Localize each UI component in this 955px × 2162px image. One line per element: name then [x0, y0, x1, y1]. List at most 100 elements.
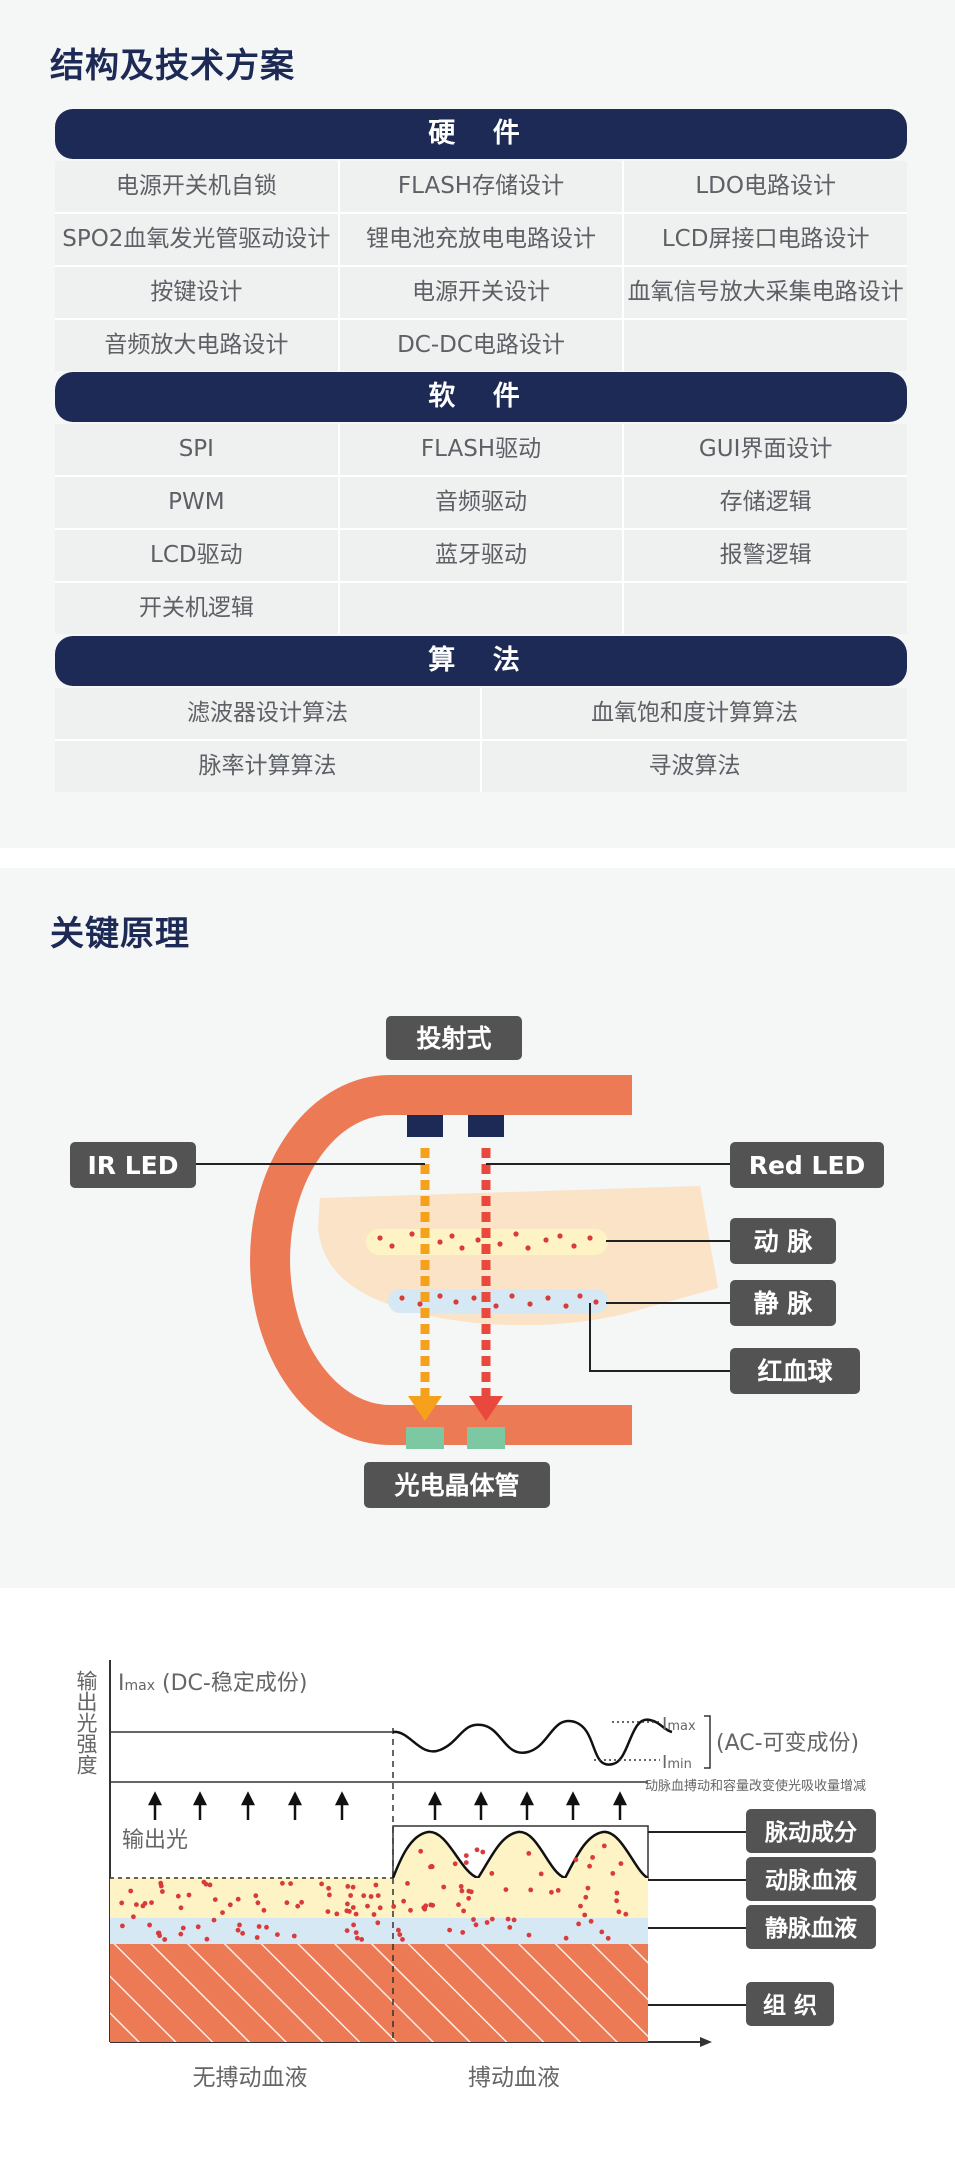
blood-dot [605, 1935, 611, 1941]
blood-dot [587, 1863, 592, 1869]
blood-dot [563, 1935, 569, 1941]
output-light-arrow-head [287, 1791, 303, 1806]
transmission-diagram: 投射式 IR LED Red LED 动 脉 静 脉 红血球 光电晶体管 [70, 1016, 884, 1508]
blood-dot [158, 1883, 164, 1889]
blood-dot [280, 1880, 285, 1886]
blood-dot [264, 1924, 269, 1930]
red-blood-cell [409, 1231, 415, 1237]
blood-dot [353, 1930, 359, 1935]
label-ir-led: IR LED [70, 1142, 196, 1188]
blood-dot [120, 1923, 125, 1929]
blood-dot [195, 1924, 201, 1930]
photo-sensor-2 [467, 1427, 505, 1449]
blood-dot [503, 1887, 509, 1892]
blood-dot [463, 1853, 469, 1858]
red-blood-cell [557, 1233, 563, 1239]
blood-dot [147, 1922, 153, 1928]
red-blood-cell [563, 1303, 569, 1309]
blood-dot [295, 1903, 301, 1909]
blood-dots [119, 1843, 629, 1942]
blood-dot [447, 1927, 452, 1933]
blood-dot [588, 1918, 594, 1924]
hardware-cell: 锂电池充放电电路设计 [339, 214, 623, 265]
output-light-arrows [147, 1791, 628, 1820]
blood-dot [134, 1902, 139, 1907]
blood-dot [354, 1935, 360, 1941]
photo-sensor-1 [406, 1427, 444, 1449]
output-light-arrow-head [565, 1791, 581, 1806]
algorithm-header: 算 法 [55, 636, 907, 686]
blood-dot [375, 1893, 381, 1898]
blood-dot [466, 1895, 472, 1901]
software-cell [339, 583, 623, 634]
absorption-diagram: 输出光强度 Imax (DC-稳定成份) Imax Imin (AC-可变成份)… [74, 1660, 876, 2091]
red-arrow-head [469, 1396, 503, 1421]
output-light-label: 输出光 [122, 1828, 188, 1853]
key-principle-panel: 关键原理 投射式 IR L [0, 868, 955, 1588]
svg-text:动脉血液: 动脉血液 [765, 1867, 857, 1894]
blood-dot [299, 1899, 304, 1905]
blood-dot [418, 1848, 424, 1854]
blood-dot [284, 1900, 290, 1906]
svg-text:静 脉: 静 脉 [754, 1289, 814, 1318]
blood-dot [555, 1888, 561, 1893]
red-blood-cells [377, 1231, 599, 1309]
blood-dot [361, 1893, 367, 1899]
blood-dot [227, 1902, 233, 1908]
hardware-cell: 电源开关机自锁 [55, 161, 338, 212]
hardware-cell: 电源开关设计 [339, 267, 623, 318]
sensor-clip [250, 1075, 632, 1445]
blood-dot [128, 1888, 134, 1894]
svg-text:投射式: 投射式 [416, 1024, 491, 1053]
blood-dot [368, 1894, 374, 1899]
blood-dot [616, 1909, 622, 1915]
blood-dot [254, 1935, 260, 1940]
blood-dot [162, 1937, 168, 1942]
blood-dot [452, 1861, 458, 1867]
section-title-principle: 关键原理 [50, 914, 190, 954]
hardware-cell: LDO电路设计 [624, 161, 907, 212]
blood-dot [178, 1905, 184, 1911]
blood-dot [578, 1903, 583, 1909]
blood-dot [373, 1882, 379, 1888]
y-axis-label: 输出光强度 [74, 1670, 98, 1775]
ac-small-note: 动脉血搏动和容量改变使光吸收量增减 [645, 1778, 866, 1794]
blood-dot [207, 1882, 213, 1888]
blood-dot [235, 1896, 241, 1902]
blood-dot [601, 1843, 607, 1849]
hardware-cell [624, 320, 907, 371]
blood-dot [618, 1861, 624, 1866]
blood-dot [186, 1892, 192, 1898]
blood-dot [131, 1914, 136, 1920]
blood-dot [350, 1884, 356, 1890]
red-blood-cell [513, 1231, 519, 1237]
blood-dot [526, 1932, 532, 1938]
blood-dot [549, 1889, 554, 1895]
blood-dot [180, 1925, 186, 1931]
software-cell: 音频驱动 [339, 477, 623, 528]
ir-arrow-head [408, 1396, 442, 1421]
blood-dot [408, 1907, 413, 1913]
blood-dot [319, 1881, 324, 1887]
blood-dot [345, 1884, 351, 1889]
blood-dot [204, 1936, 210, 1942]
blood-dot [377, 1905, 383, 1911]
label-artery: 动 脉 [730, 1218, 836, 1264]
red-blood-cell [587, 1235, 593, 1241]
red-blood-cell [571, 1243, 577, 1249]
blood-dot [507, 1925, 513, 1930]
red-blood-cell [497, 1241, 503, 1247]
blood-dot [456, 1902, 461, 1908]
algorithm-cell: 血氧饱和度计算算法 [482, 688, 907, 739]
output-light-arrow-head [192, 1791, 208, 1806]
blood-dot [484, 1920, 490, 1925]
red-blood-cell [545, 1295, 551, 1301]
legend-tissue: 组 织 [746, 1982, 834, 2026]
software-cell: SPI [55, 424, 338, 475]
red-blood-cell [593, 1299, 599, 1305]
legend-arterial: 动脉血液 [746, 1857, 876, 1901]
blood-dot [178, 1931, 184, 1937]
red-blood-cell [471, 1295, 477, 1301]
